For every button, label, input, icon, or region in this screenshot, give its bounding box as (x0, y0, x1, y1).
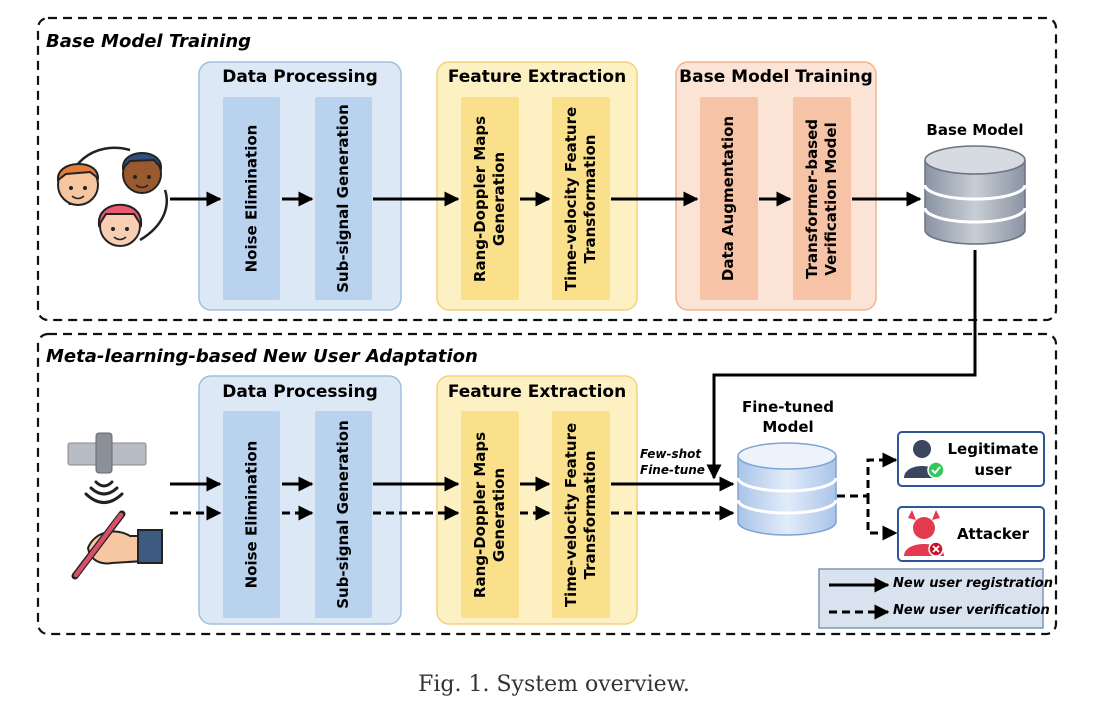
step-time-velocity-bottom: Time-velocity Feature Transformation (562, 422, 600, 607)
fine-tuned-model-label-2: Model (762, 418, 814, 436)
attacker-label: Attacker (956, 525, 1030, 543)
legitimate-label-1: Legitimate (947, 440, 1039, 458)
step-noise-elimination-bottom: Noise Elimination (242, 440, 261, 589)
check-badge-icon (927, 461, 945, 479)
step-transformer-verification-model: Transformer-based Verification Model (803, 118, 841, 279)
fine-tuned-model-label-1: Fine-tuned (742, 398, 834, 416)
figure-caption: Fig. 1. System overview. (418, 672, 690, 697)
step-time-velocity-top: Time-velocity Feature Transformation (562, 106, 600, 291)
legend-registration-label: New user registration (893, 576, 1053, 591)
fine-tuned-database-icon (736, 442, 838, 536)
step-sub-signal-generation-bottom: Sub-signal Generation (334, 420, 353, 609)
step-sub-signal-generation-top: Sub-signal Generation (334, 104, 353, 293)
step-range-doppler-top: Rang-Doppler Maps Generation (471, 115, 509, 282)
base-model-label: Base Model (926, 121, 1024, 139)
base-to-finetune-arrow (706, 250, 977, 480)
few-shot-label: Few-shot (640, 447, 702, 461)
section-meta-box (36, 332, 1058, 636)
legend-box (818, 568, 1044, 629)
verification-arrows (170, 452, 898, 541)
legitimate-label-2: user (974, 461, 1012, 479)
hand-writing-pen-icon (71, 510, 163, 580)
section-title-base: Base Model Training (46, 31, 252, 52)
fine-tune-label: Fine-tune (640, 463, 705, 477)
panel-title-feature-extraction-bottom: Feature Extraction (447, 382, 627, 402)
panel-title-data-processing-top: Data Processing (222, 67, 378, 87)
cross-badge-icon (928, 541, 944, 557)
database-icon (923, 145, 1027, 245)
step-data-augmentation: Data Augmentation (719, 115, 738, 282)
section-base-box (36, 16, 1058, 322)
step-noise-elimination-top: Noise Elimination (242, 124, 261, 273)
panel-title-base-model-training: Base Model Training (679, 67, 873, 87)
panel-title-data-processing-bottom: Data Processing (222, 382, 378, 402)
users-group-icon (56, 146, 168, 247)
section-title-meta: Meta-learning-based New User Adaptation (46, 346, 478, 367)
signal-waves-icon (84, 480, 124, 504)
panel-title-feature-extraction-top: Feature Extraction (447, 67, 627, 87)
legend-verification-label: New user verification (893, 603, 1050, 618)
step-range-doppler-bottom: Rang-Doppler Maps Generation (471, 431, 509, 598)
radar-sensor-icon (67, 432, 147, 474)
